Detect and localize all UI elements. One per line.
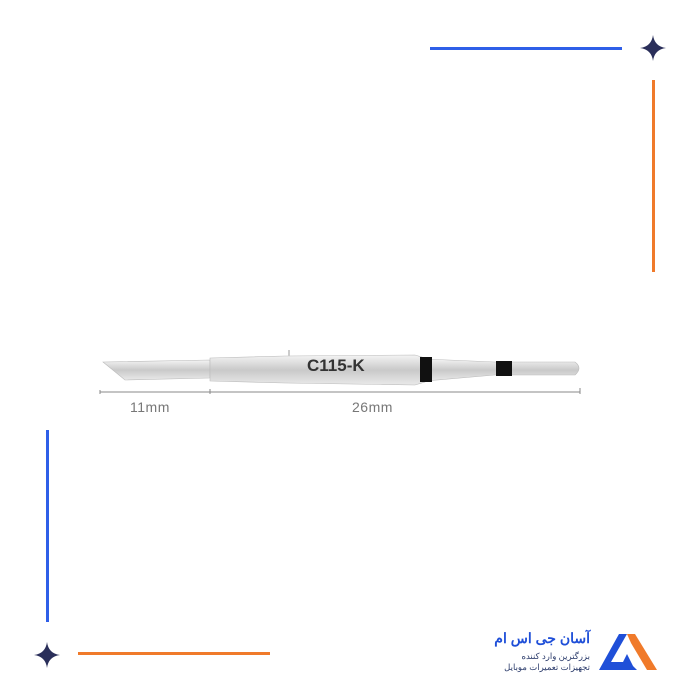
soldering-tip-image	[99, 350, 581, 394]
dimension-label: 11mm	[130, 399, 170, 415]
black-band	[420, 357, 432, 382]
model-label: C115-K	[307, 356, 365, 375]
decor-line-left	[46, 430, 49, 622]
decor-line-top	[430, 47, 622, 50]
brand-logo-icon	[599, 634, 657, 670]
brand-name: آسان جی اس ام	[494, 630, 590, 646]
decor-line-right	[652, 80, 655, 272]
dimension-label: 26mm	[352, 399, 393, 415]
sparkle-icon	[640, 35, 666, 61]
sparkle-icon	[34, 642, 60, 668]
decor-line-bottom	[78, 652, 270, 655]
black-band	[496, 361, 512, 376]
brand-tagline: بزرگترین وارد کننده	[521, 651, 590, 661]
brand-tagline: تجهیزات تعمیرات موبایل	[504, 662, 590, 672]
